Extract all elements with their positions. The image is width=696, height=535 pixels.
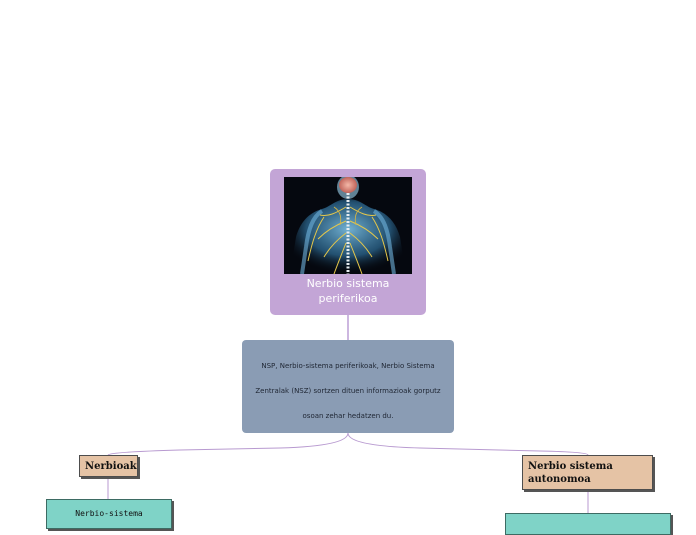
topic-nerbioak[interactable]: Nerbioak bbox=[79, 455, 138, 477]
topic-nerbioak-label: Nerbioak bbox=[85, 461, 137, 472]
topic-nerbio-sistema-autonomoa[interactable]: Nerbio sistema autonomoa bbox=[522, 455, 653, 490]
subtopic-nerbio-sistema-label: Nerbio-sistema bbox=[75, 509, 143, 518]
central-topic-node[interactable]: Nerbio sistema periferikoa bbox=[270, 169, 426, 315]
topic-autonomoa-label: Nerbio sistema autonomoa bbox=[528, 461, 613, 485]
description-node[interactable]: NSP, Nerbio-sistema periferikoak, Nerbio… bbox=[242, 340, 454, 433]
description-text: NSP, Nerbio-sistema periferikoak, Nerbio… bbox=[255, 362, 441, 420]
connector-to-nerbioak bbox=[107, 432, 349, 456]
connector-lines bbox=[107, 315, 589, 513]
nervous-system-image bbox=[284, 177, 412, 274]
mind-map-canvas: Nerbio sistema periferikoa NSP, Nerbio-s… bbox=[46, 169, 671, 535]
subtopic-nerbio-sistema[interactable]: Nerbio-sistema bbox=[46, 499, 172, 529]
central-topic-title: Nerbio sistema periferikoa bbox=[306, 277, 390, 305]
subtopic-right[interactable] bbox=[505, 513, 671, 535]
connector-to-autonomoa bbox=[347, 432, 589, 456]
